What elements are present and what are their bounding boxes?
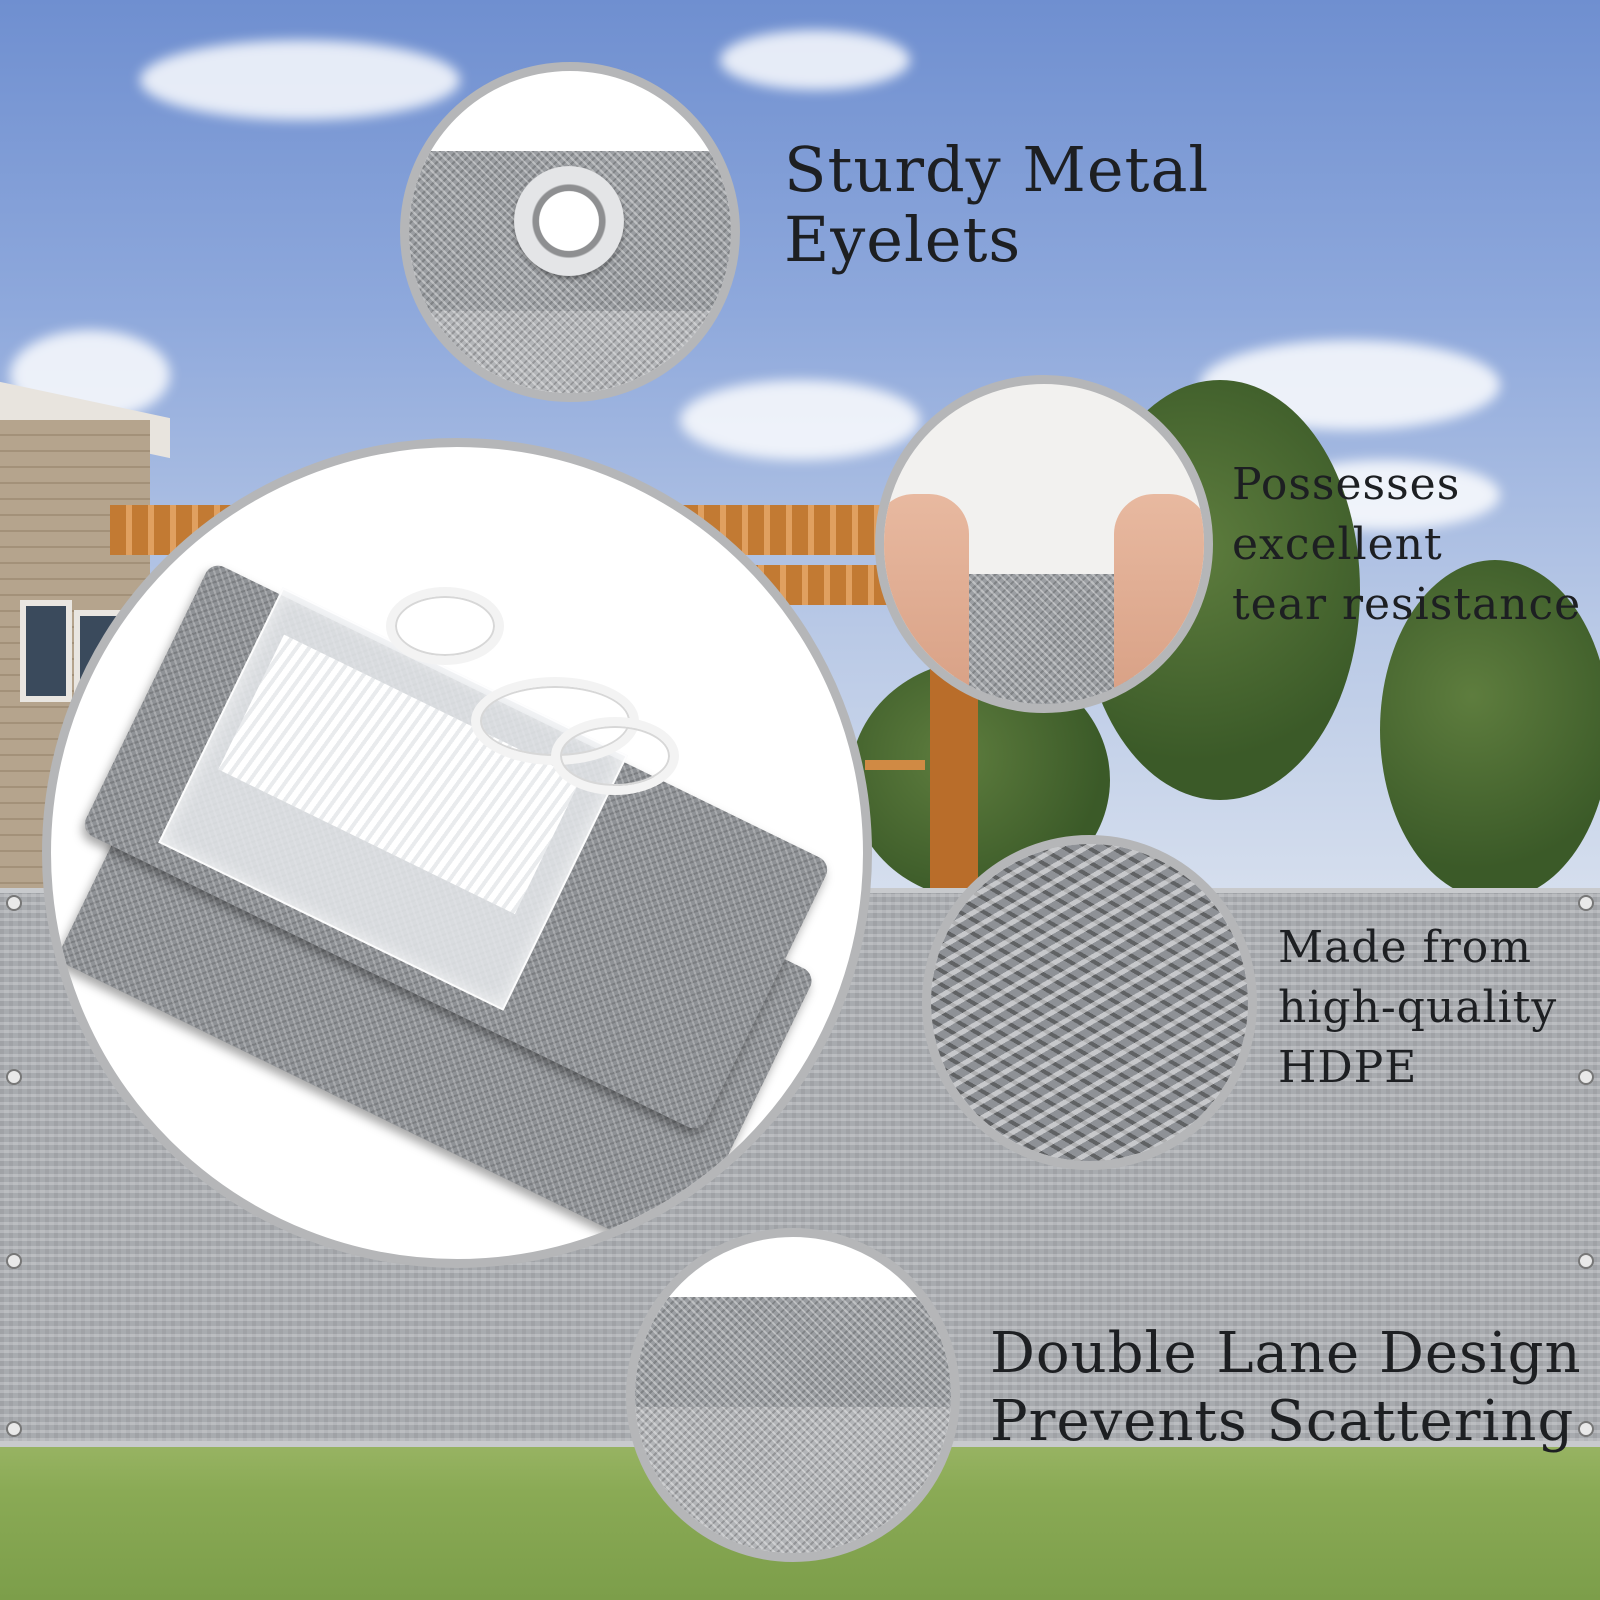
hdpe-detail-circle [922,835,1257,1170]
left-hand [884,494,969,704]
eyelet-detail-circle [400,62,740,402]
hdpe-mesh-closeup [931,844,1248,1161]
rope-coil [386,587,504,665]
feature-tear-label: Possesses excellent tear resistance [1232,459,1582,630]
fence-grommet [6,1253,22,1269]
cloud [680,380,920,460]
fence-grommet [6,1069,22,1085]
fabric-hem-double [635,1297,951,1407]
rope-coil [551,717,679,795]
feature-eyelets-label: Sturdy Metal Eyelets [784,133,1210,276]
metal-eyelet-icon [514,166,624,276]
pergola-rail [865,760,925,770]
fabric-panel [635,1407,951,1553]
cloud [720,30,910,90]
product-package-circle [42,438,872,1268]
fabric-panel [409,311,731,393]
cloud [140,40,460,120]
zip-ties [218,634,581,915]
feature-double-lane-label: Double Lane Design Prevents Scattering [990,1321,1582,1454]
fence-grommet [6,1421,22,1437]
fence-grommet [1578,1253,1594,1269]
right-hand [1114,494,1204,704]
tree [1380,560,1600,900]
feature-hdpe-label: Made from high-quality HDPE [1278,922,1558,1093]
tear-detail-circle [875,375,1213,713]
fence-grommet [1578,1421,1594,1437]
fence-grommet [1578,1069,1594,1085]
fence-grommet [6,895,22,911]
double-lane-detail-circle [626,1228,960,1562]
house-window [20,600,72,702]
fence-grommet [1578,895,1594,911]
stretched-fabric [954,574,1134,704]
